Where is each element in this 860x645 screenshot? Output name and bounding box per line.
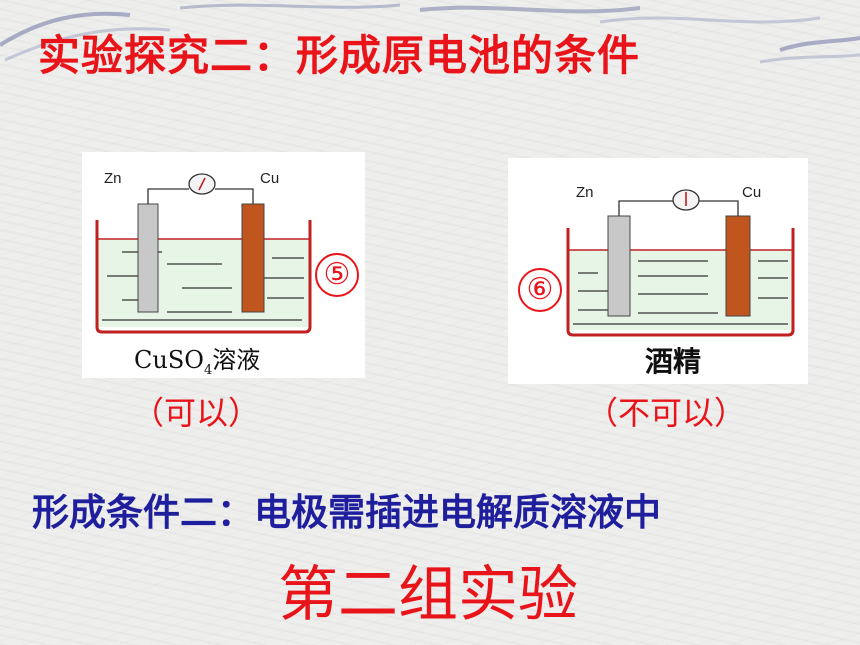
experiment-6-number: ⑥ [518,268,562,312]
group-title: 第二组实验 [278,560,578,630]
galvanic-cell-5-drawing [95,173,312,334]
conclusion-text: 形成条件二：电极需插进电解质溶液中 [32,491,661,534]
liquid-fill [568,250,793,330]
zinc-electrode [137,203,159,313]
zinc-electrode [607,215,631,317]
decorative-swoosh-band [0,3,860,64]
copper-electrode [241,203,265,313]
beaker [95,220,312,334]
copper-electrode [725,215,751,317]
zinc-label: Zn [104,170,122,187]
slide-title: 实验探究二：形成原电池的条件 [38,31,641,80]
experiment-6-result: （不可以） [586,394,747,432]
beaker [566,228,795,337]
copper-label: Cu [742,184,762,201]
solution-label: CuSO4溶液 [134,346,261,378]
zinc-label: Zn [576,184,594,201]
copper-label: Cu [260,170,280,187]
galvanic-cell-6-drawing [566,189,795,337]
experiment-6-diagram: Zn Cu 酒精 [508,158,808,384]
experiment-5-result: （可以） [132,394,261,432]
solution-label: 酒精 [645,345,702,378]
experiment-5-number: ⑤ [315,253,359,297]
